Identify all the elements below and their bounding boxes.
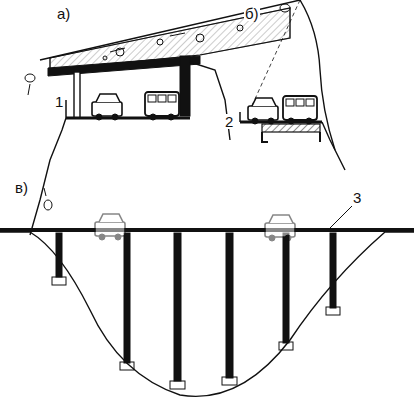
sketch-letter: в) bbox=[14, 180, 29, 195]
callout-number: 2 bbox=[224, 114, 234, 129]
shelf-sketch bbox=[240, 0, 345, 170]
callout-number: 3 bbox=[352, 190, 362, 205]
viaduct-sketch bbox=[0, 206, 414, 396]
sketch-letter: б) bbox=[244, 6, 260, 21]
sketch-letter: а) bbox=[56, 6, 71, 21]
gallery-sketch bbox=[25, 0, 300, 235]
callout-number: 1 bbox=[54, 94, 64, 109]
